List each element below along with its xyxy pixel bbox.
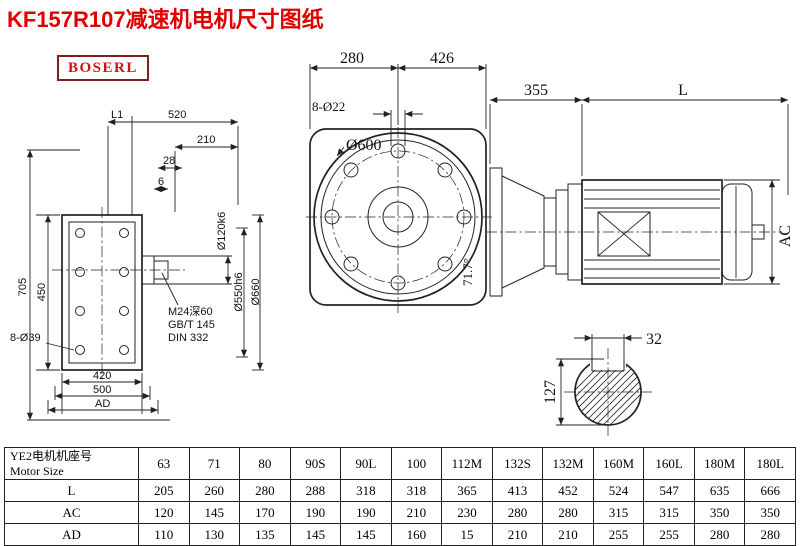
dimension-value-cell: 318 [340, 479, 392, 502]
dimension-value-cell: 190 [289, 501, 342, 524]
dim-o660-label: Ø660 [250, 279, 262, 306]
dimension-value-cell: 635 [693, 479, 746, 502]
side-view: L1 520 210 28 6 705 450 420 500 AD 8-Ø39 [10, 109, 264, 421]
dim-280-label: 280 [340, 50, 364, 67]
motor-size-header-cn: YE2电机机座号 [10, 448, 92, 463]
flange-circle [313, 132, 483, 302]
motor-size-header-en: Motor Size [10, 463, 64, 478]
dim-28-label: 28 [163, 155, 175, 167]
dim-127-label: 127 [542, 380, 559, 404]
note-din332-label: DIN 332 [168, 332, 208, 344]
dim-355-label: 355 [524, 82, 548, 99]
dimension-value-cell: 280 [744, 523, 796, 546]
size-column-header: 132M [542, 447, 594, 480]
dimension-value-cell: 260 [188, 479, 241, 502]
dimension-value-cell: 145 [188, 501, 241, 524]
dim-l1-label: L1 [111, 109, 123, 121]
size-column-header: 132S [491, 447, 544, 480]
dim-angle-label: 71.7° [460, 258, 475, 286]
dimension-value-cell: 190 [340, 501, 392, 524]
dim-705-label: 705 [17, 278, 29, 296]
dimension-value-cell: 288 [289, 479, 342, 502]
dimension-value-cell: 280 [542, 501, 594, 524]
dim-motor-length-label: L [678, 82, 688, 99]
dim-500-label: 500 [93, 384, 111, 396]
dim-ad-label: AD [95, 398, 110, 410]
dimension-value-cell: 130 [188, 523, 241, 546]
dimension-value-cell: 135 [239, 523, 291, 546]
front-view: Ø600 280 426 8-Ø22 71.7° [306, 50, 492, 313]
dim-520-label: 520 [168, 109, 186, 121]
callout-8xo39-label: 8-Ø39 [10, 332, 41, 344]
dim-ac-label: AC [777, 225, 794, 247]
size-column-header: 100 [390, 447, 443, 480]
size-column-header: 160M [592, 447, 645, 480]
dimension-value-cell: 547 [643, 479, 695, 502]
size-column-header: 180M [693, 447, 746, 480]
technical-drawing-canvas: L1 520 210 28 6 705 450 420 500 AD 8-Ø39 [10, 50, 794, 436]
dimension-value-cell: 145 [340, 523, 392, 546]
dimension-value-cell: 210 [390, 501, 443, 524]
dimension-row-label: L [4, 479, 139, 502]
dim-426-label: 426 [430, 50, 454, 67]
dimension-value-cell: 205 [138, 479, 190, 502]
dimension-value-cell: 230 [441, 501, 493, 524]
brand-logo: BOSERL [57, 55, 149, 81]
gearbox-housing [61, 214, 143, 371]
size-column-header: 90S [289, 447, 342, 480]
dimension-value-cell: 452 [542, 479, 594, 502]
dimension-value-cell: 255 [592, 523, 645, 546]
size-column-header: 90L [340, 447, 392, 480]
dim-o120k6-label: Ø120k6 [216, 212, 228, 251]
dimension-value-cell: 318 [390, 479, 443, 502]
dimension-value-cell: 160 [390, 523, 443, 546]
flange-square [309, 128, 487, 306]
dimension-row-label: AC [4, 501, 139, 524]
motor-assembly-view: 355 L AC [486, 82, 794, 297]
dimension-value-cell: 350 [693, 501, 746, 524]
dimension-row-label: AD [4, 523, 139, 546]
note-m24-label: M24深60 [168, 305, 213, 318]
size-column-header: 112M [441, 447, 493, 480]
size-column-header: 80 [239, 447, 291, 480]
dimension-value-cell: 210 [542, 523, 594, 546]
size-column-header: 180L [744, 447, 796, 480]
dimension-value-cell: 110 [138, 523, 190, 546]
size-column-header: 71 [188, 447, 241, 480]
dim-6-label: 6 [158, 176, 164, 188]
dimension-value-cell: 365 [441, 479, 493, 502]
callout-8xo22-label: 8-Ø22 [312, 99, 345, 114]
dimension-value-cell: 280 [693, 523, 746, 546]
dimension-value-cell: 315 [592, 501, 645, 524]
dimension-value-cell: 120 [138, 501, 190, 524]
dimension-value-cell: 350 [744, 501, 796, 524]
dimension-value-cell: 280 [239, 479, 291, 502]
dimension-value-cell: 524 [592, 479, 645, 502]
dim-210-label: 210 [197, 134, 215, 146]
size-column-header: 63 [138, 447, 190, 480]
dimension-value-cell: 255 [643, 523, 695, 546]
dimension-value-cell: 666 [744, 479, 796, 502]
dim-o550h6-label: Ø550h6 [233, 272, 245, 311]
dimension-value-cell: 170 [239, 501, 291, 524]
dim-420-label: 420 [93, 370, 111, 382]
callout-o600-label: Ø600 [346, 137, 382, 154]
dimension-value-cell: 315 [643, 501, 695, 524]
dim-32-label: 32 [646, 331, 662, 348]
page-title: KF157R107减速机电机尺寸图纸 [7, 7, 324, 32]
dim-450-label: 450 [36, 283, 48, 301]
dimension-value-cell: 145 [289, 523, 342, 546]
note-gbt145-label: GB/T 145 [168, 319, 215, 331]
dimension-value-cell: 413 [491, 479, 544, 502]
size-column-header: 160L [643, 447, 695, 480]
dimension-value-cell: 210 [491, 523, 544, 546]
dimension-value-cell: 15 [441, 523, 493, 546]
shaft-section-view: 32 127 [542, 331, 662, 436]
dimension-value-cell: 280 [491, 501, 544, 524]
